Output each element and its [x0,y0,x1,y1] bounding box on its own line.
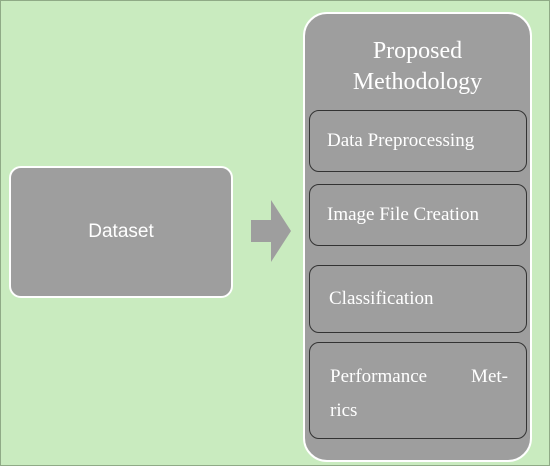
dataset-label: Dataset [88,221,154,242]
step-performance-metrics: Performance Met- rics [309,342,527,439]
step-label-line-1: Performance Met- [330,366,508,387]
methodology-title-line-1: Proposed [372,38,463,64]
step-label: Data Preprocessing [327,130,475,151]
step-data-preprocessing: Data Preprocessing [309,110,527,172]
methodology-title: Proposed Methodology [305,36,530,98]
step-image-file-creation: Image File Creation [309,184,527,246]
step-classification: Classification [309,265,527,333]
step-label: Classification [329,288,434,309]
flow-arrow-icon [251,200,291,262]
methodology-panel: Proposed Methodology Data Preprocessing … [303,12,532,462]
methodology-title-line-2: Methodology [352,69,483,95]
dataset-box: Dataset [9,166,233,298]
step-label-line-2: rics [330,400,358,421]
step-label: Image File Creation [327,204,479,225]
